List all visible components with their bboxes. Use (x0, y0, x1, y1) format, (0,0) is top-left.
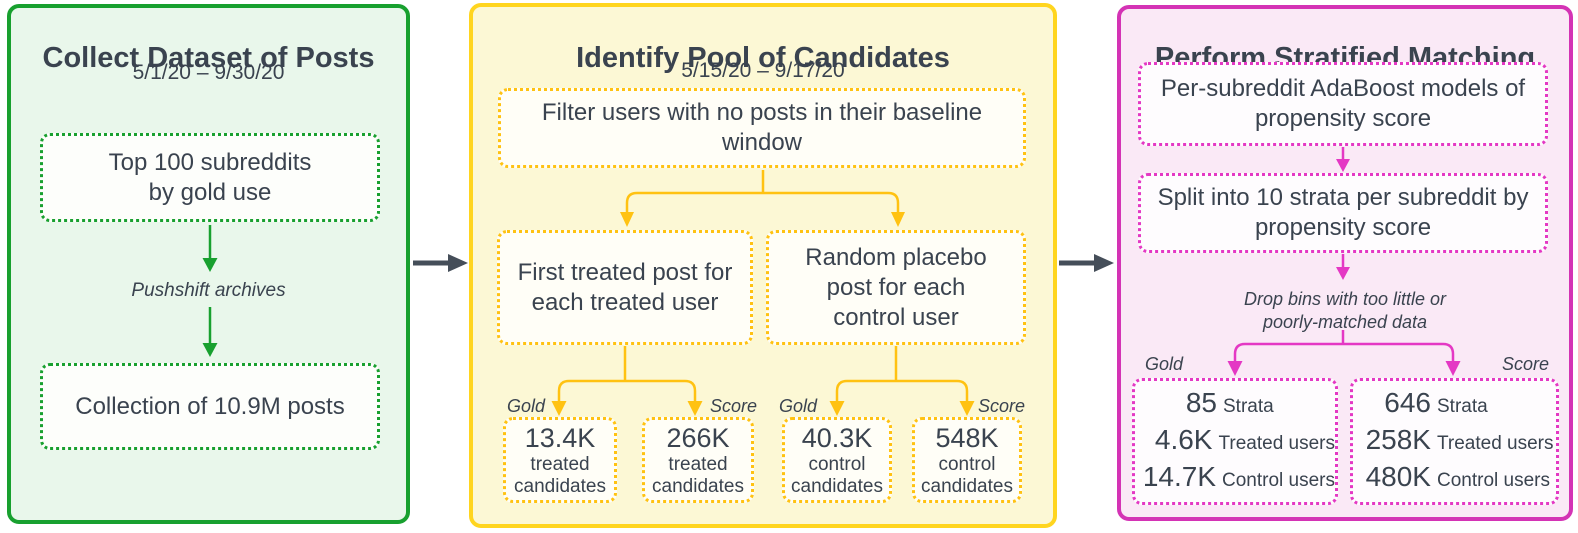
candidate-noun: treated (530, 454, 590, 475)
stat-label: Strata (1437, 396, 1488, 417)
gold-treated-candidates-box: 13.4K treated candidates (503, 417, 617, 503)
split-strata-box: Split into 10 strata per subreddit by pr… (1138, 173, 1548, 253)
candidate-noun: treated (668, 454, 728, 475)
candidate-count: 13.4K (524, 423, 596, 453)
identify-title: Identify Pool of Candidates (576, 42, 950, 75)
score-treated-candidates-box: 266K treated candidates (642, 417, 754, 503)
score-control-candidates-box: 548K control candidates (912, 417, 1022, 503)
box-line: window (721, 129, 803, 156)
note-line: poorly-matched data (1262, 312, 1428, 332)
box-line: propensity score (1254, 105, 1432, 132)
stat-row: 14.7K Control users (1141, 460, 1335, 497)
candidate-noun: candidates (652, 476, 744, 497)
collection-posts-box: Collection of 10.9M posts (40, 363, 380, 450)
pushshift-arrow-label: Pushshift archives (131, 280, 286, 301)
box-line: First treated post for (517, 258, 733, 286)
first-treated-post-box: First treated post for each treated user (497, 230, 753, 345)
stat-label: Control users (1437, 470, 1550, 491)
stat-label: Control users (1222, 470, 1335, 491)
stat-row: 258K Treated users (1359, 423, 1556, 460)
box-line: Random placebo (805, 243, 987, 271)
stat-value: 646 (1384, 387, 1431, 418)
box-line: control user (833, 303, 959, 331)
identify-date-range: 5/15/20 – 9/17/20 (681, 59, 845, 82)
score-tag: Score (978, 396, 1026, 416)
box-line: Top 100 subreddits (108, 148, 312, 176)
panel-collect-dataset: Collect Dataset of Posts 5/1/20 – 9/30/2… (7, 4, 410, 524)
panel-identify-candidates: Identify Pool of Candidates 5/15/20 – 9/… (469, 3, 1057, 528)
stat-value: 85 (1185, 387, 1217, 418)
candidate-noun: candidates (514, 476, 606, 497)
candidate-noun: control (938, 454, 996, 475)
box-line: each treated user (531, 288, 719, 316)
stat-label: Treated users (1437, 433, 1554, 454)
candidate-noun: control (808, 454, 866, 475)
stat-row: 4.6K Treated users (1141, 423, 1335, 460)
score-results-box: 646 Strata 258K Treated users 480K Contr… (1350, 378, 1559, 505)
box-line: post for each (826, 273, 966, 301)
filter-users-box: Filter users with no posts in their base… (498, 88, 1026, 168)
stat-value: 14.7K (1142, 461, 1216, 492)
gold-tag: Gold (506, 396, 545, 416)
candidate-noun: candidates (791, 476, 883, 497)
random-placebo-post-box: Random placebo post for each control use… (766, 230, 1026, 345)
box-line: Filter users with no posts in their base… (541, 99, 983, 126)
stat-label: Treated users (1218, 433, 1335, 454)
arrowhead-right-icon (448, 254, 468, 272)
box-line: Per-subreddit AdaBoost models of (1160, 75, 1526, 102)
stat-row: 480K Control users (1359, 460, 1556, 497)
stat-value: 480K (1365, 461, 1431, 492)
box-line: propensity score (1254, 214, 1432, 241)
arrowhead-right-icon (1094, 254, 1114, 272)
stat-label: Strata (1223, 396, 1274, 417)
collect-title: Collect Dataset of Posts (42, 42, 375, 75)
stat-value: 258K (1365, 424, 1431, 455)
gold-control-candidates-box: 40.3K control candidates (782, 417, 892, 503)
box-line: Split into 10 strata per subreddit by (1157, 184, 1529, 211)
note-line: Drop bins with too little or (1243, 289, 1447, 309)
top-subreddits-box: Top 100 subreddits by gold use (40, 133, 380, 222)
adaboost-models-box: Per-subreddit AdaBoost models of propens… (1138, 62, 1548, 146)
box-line: by gold use (148, 178, 272, 206)
collect-date-range: 5/1/20 – 9/30/20 (132, 61, 285, 84)
candidate-count: 548K (935, 423, 999, 453)
score-tag: Score (1501, 354, 1549, 374)
score-tag: Score (710, 396, 758, 416)
gold-results-box: 85 Strata 4.6K Treated users 14.7K Contr… (1132, 378, 1338, 505)
gold-tag: Gold (778, 396, 817, 416)
candidate-count: 40.3K (801, 423, 873, 453)
candidate-count: 266K (666, 423, 730, 453)
panel-stratified-matching: Perform Stratified Matching Per-subreddi… (1117, 5, 1573, 521)
stat-value: 4.6K (1154, 424, 1213, 455)
stat-row: 85 Strata (1141, 386, 1335, 423)
drop-bins-note: Drop bins with too little or poorly-matc… (1121, 288, 1569, 334)
candidate-noun: candidates (921, 476, 1013, 497)
stat-row: 646 Strata (1359, 386, 1556, 423)
box-line: Collection of 10.9M posts (75, 392, 345, 420)
gold-tag: Gold (1145, 354, 1184, 374)
